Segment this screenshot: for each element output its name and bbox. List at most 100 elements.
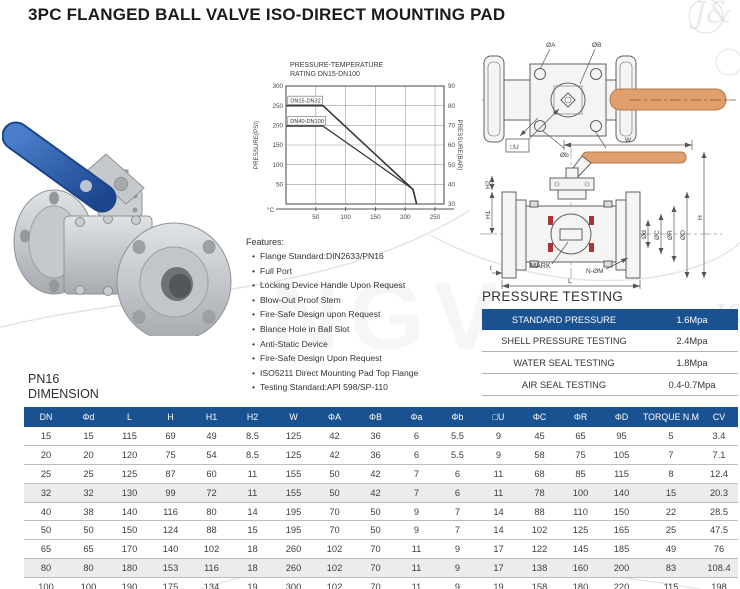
dim-table-cell: 11 (247, 487, 258, 498)
dim-table-cell: 115 (663, 582, 679, 589)
dim-table-cell: 99 (165, 487, 176, 498)
feature-item: ISO5211 Direct Mounting Pad Top Flange (252, 366, 486, 381)
dim-table-cell: 11 (411, 544, 422, 555)
svg-text:PRESSURE-TEMPERATURE: PRESSURE-TEMPERATURE (290, 62, 384, 69)
feature-item: Flange Standard:DIN2633/PN16 (252, 249, 486, 264)
dim-table-cell: 260 (285, 563, 302, 574)
pressure-testing-heading: PRESSURE TESTING (482, 289, 624, 304)
label-H: H (697, 215, 704, 220)
dim-table-cell: 75 (575, 449, 586, 460)
dim-table-cell: 14 (247, 506, 258, 517)
series-label: PN16 (28, 372, 60, 386)
feature-item: Blance Hole in Ball Slot (252, 322, 486, 337)
dim-table-cell: 68 (534, 468, 545, 479)
dim-table-cell: 220 (613, 582, 630, 589)
feature-item: Fire-Safe Design upon Request (252, 307, 486, 322)
dim-table-cell: 42 (370, 487, 381, 498)
dim-table-cell: 20 (83, 449, 94, 460)
pt-row-label: AIR SEAL TESTING (521, 379, 607, 390)
dim-table-cell: 25 (83, 468, 94, 479)
label-dia-A: ØA (546, 42, 556, 49)
dim-table-cell: 6 (413, 449, 420, 460)
dim-table-cell: 70 (370, 544, 381, 555)
dim-column-header: ΦA (328, 412, 341, 422)
dim-table-cell: 88 (206, 525, 217, 536)
dim-table-cell: 155 (285, 487, 302, 498)
dim-table-cell: 70 (370, 563, 381, 574)
label-dia-R: ØR (667, 230, 674, 240)
dim-table-cell: 120 (121, 449, 138, 460)
dim-table-cell: 5.5 (451, 449, 464, 460)
dim-table-cell: 6 (413, 430, 420, 441)
dim-table-cell: 7.1 (712, 449, 726, 460)
dim-table-cell: 198 (711, 582, 727, 589)
dim-table-cell: 8 (668, 468, 674, 479)
dim-table-cell: 125 (121, 468, 138, 479)
dim-table-cell: 100 (80, 582, 97, 589)
dim-table-cell: 175 (162, 582, 179, 589)
right-flange (116, 222, 232, 336)
svg-text:100: 100 (340, 214, 351, 221)
label-square-U: □U (510, 144, 519, 151)
dim-table-cell: 140 (162, 544, 179, 555)
dim-table-cell: 28.5 (709, 506, 729, 517)
valve-photo (2, 121, 232, 336)
feature-item: Testing Standard:API 598/SP-110 (252, 380, 486, 395)
watermark-corner-mark: J& (694, 0, 733, 31)
dim-table-cell: 36 (370, 430, 381, 441)
dim-table-cell: 11 (411, 563, 422, 574)
dim-table-cell: 95 (616, 430, 627, 441)
dim-table-cell: 49 (665, 544, 677, 555)
dim-column-header: Φa (410, 412, 423, 422)
dim-table-cell: 180 (572, 582, 589, 589)
dim-table-cell: 9 (413, 525, 420, 536)
dim-table-cell: 14 (493, 525, 504, 536)
dim-table-cell: 5 (668, 430, 674, 441)
dim-table-cell: 87 (165, 468, 176, 479)
dim-table-cell: 102 (326, 544, 343, 555)
label-L: L (568, 278, 572, 285)
dim-table-cell: 134 (203, 582, 220, 589)
dim-column-header: H2 (246, 412, 259, 422)
dim-table-cell: 122 (531, 544, 548, 555)
label-H1: H1 (485, 210, 492, 219)
dim-table-cell: 18 (247, 544, 258, 555)
dim-table-cell: 15 (247, 525, 258, 536)
dim-table-cell: 110 (573, 506, 588, 517)
feature-item: Full Port (252, 264, 486, 279)
dim-table-cell: 100 (38, 582, 54, 589)
svg-text:60: 60 (448, 142, 456, 149)
label-dia-B: ØB (592, 42, 602, 49)
dim-column-header: L (127, 412, 132, 422)
svg-text:DN40-DN100: DN40-DN100 (290, 119, 324, 125)
svg-text:250: 250 (272, 103, 283, 110)
dim-table-cell: 45 (534, 430, 545, 441)
label-W: W (625, 137, 632, 144)
pt-row-value: 1.8Mpa (676, 357, 708, 368)
dim-column-header: Φd (82, 412, 95, 422)
svg-text:200: 200 (400, 214, 411, 221)
dim-table-cell: 60 (206, 468, 217, 479)
page-title: 3PC FLANGED BALL VALVE ISO-DIRECT MOUNTI… (28, 5, 506, 24)
pt-row-label: SHELL PRESSURE TESTING (501, 335, 627, 346)
pt-row-value: 0.4-0.7Mpa (668, 379, 716, 390)
dim-column-header: H (167, 412, 174, 422)
dim-table-cell: 130 (121, 487, 138, 498)
dim-table-cell: 70 (329, 506, 340, 517)
dim-table-cell: 7 (454, 525, 461, 536)
svg-text:90: 90 (448, 83, 456, 90)
dim-table-cell: 80 (83, 563, 94, 574)
pressure-testing-row: AIR SEAL TESTING 0.4-0.7Mpa (482, 374, 738, 396)
dim-table-cell: 50 (370, 525, 381, 536)
side-view-drawing: W Ød ØC ØR ØD H (480, 137, 722, 289)
dim-table-cell: 170 (121, 544, 138, 555)
dim-column-header: W (289, 412, 298, 422)
